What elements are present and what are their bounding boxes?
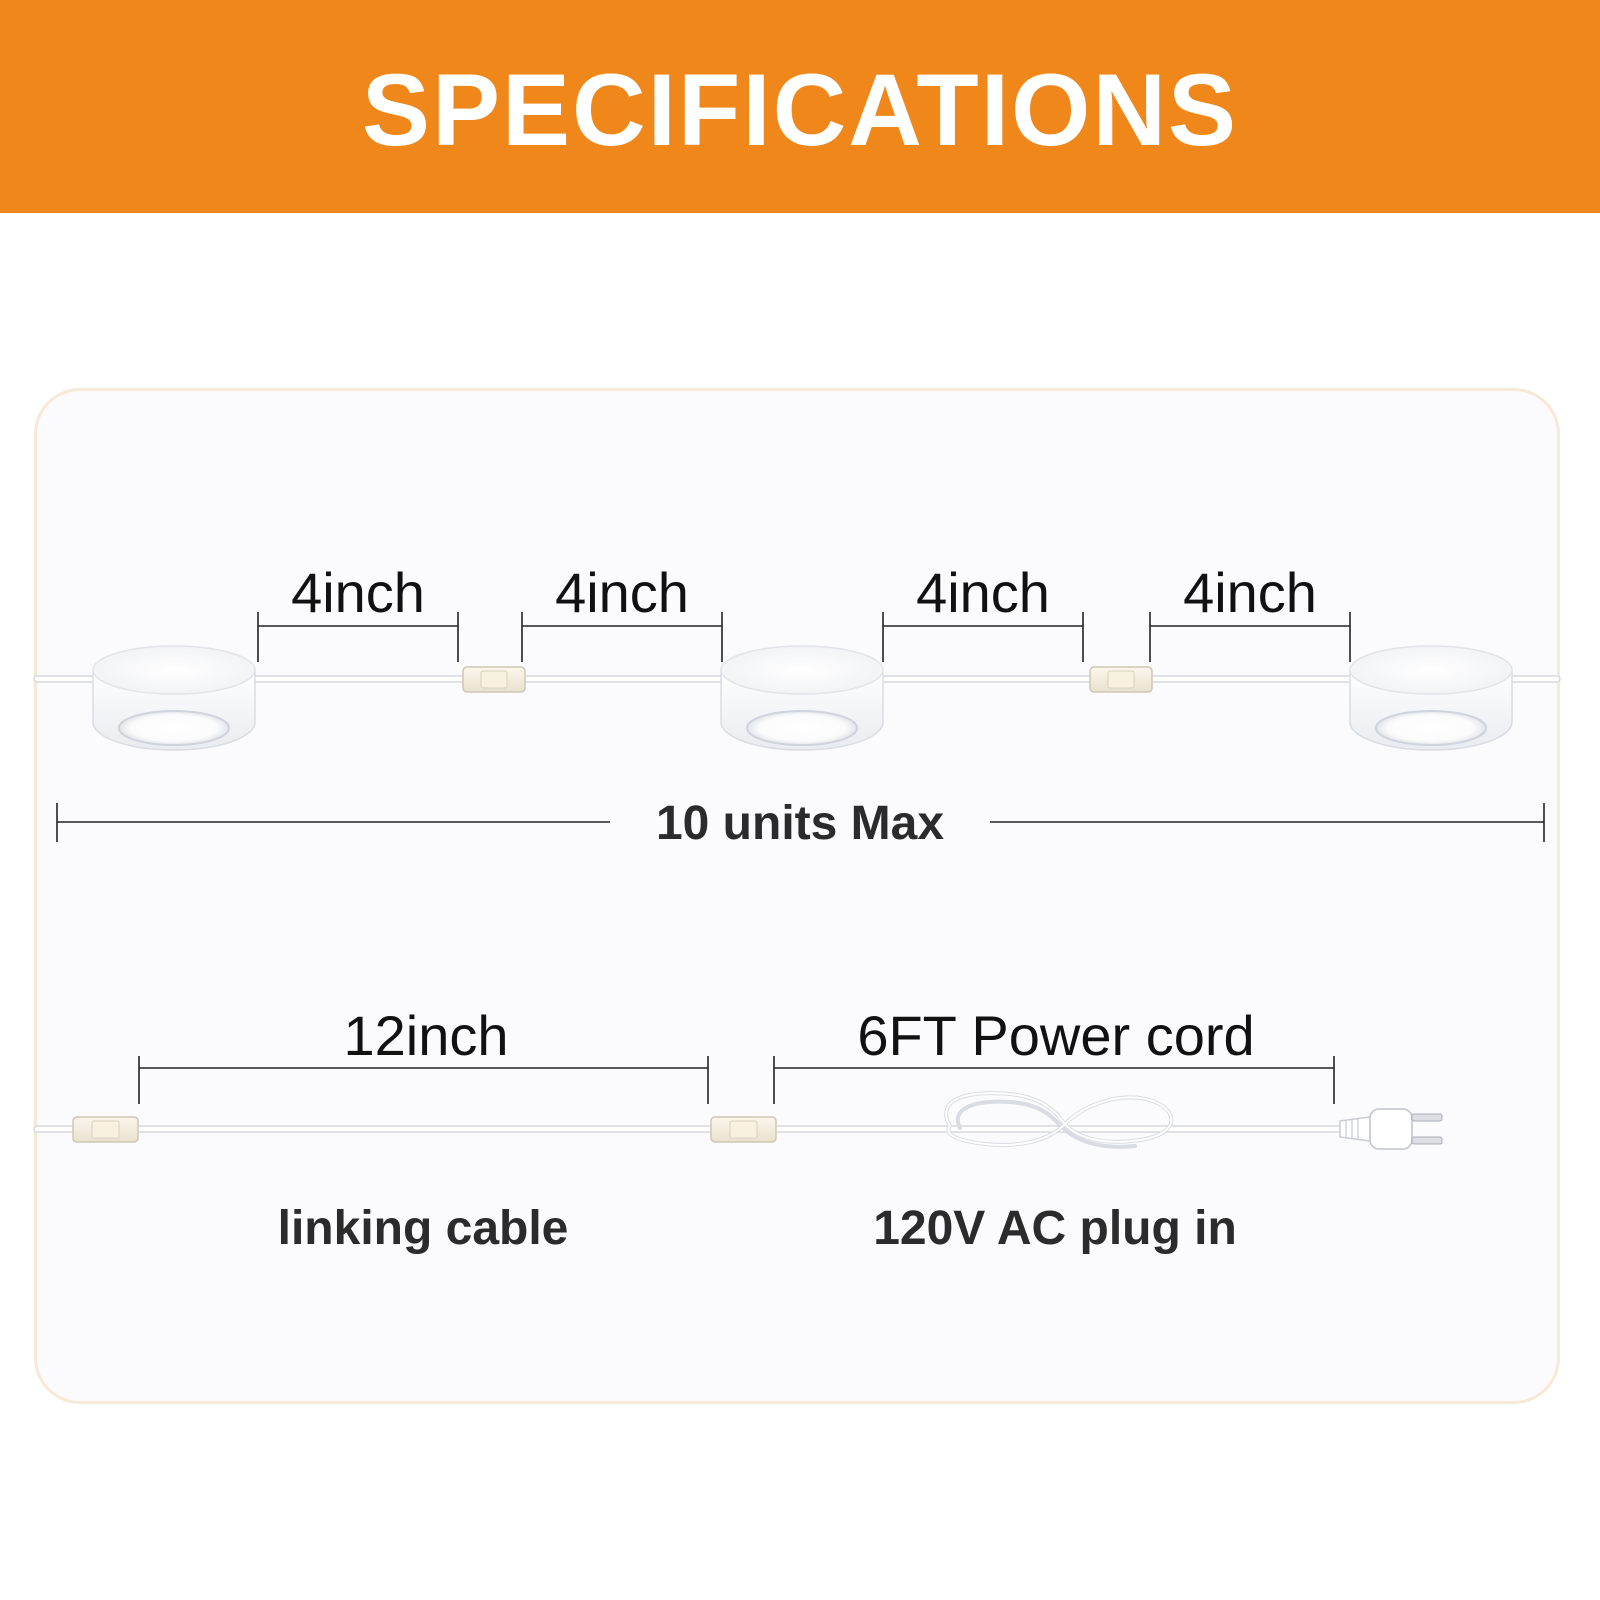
power-cord-caption: 120V AC plug in (873, 1202, 1237, 1255)
spec-panel (34, 388, 1560, 1404)
total-span-line (56, 803, 1545, 842)
cable-length-bracket (138, 1056, 709, 1104)
cable-connector (462, 666, 526, 693)
cable-connector (72, 1116, 139, 1143)
coiled-cord (944, 1091, 1174, 1149)
header-banner: SPECIFICATIONS (0, 0, 1600, 213)
cord-length-bracket (773, 1056, 1335, 1104)
spacing-label: 4inch (555, 561, 689, 624)
spacing-label: 4inch (291, 561, 425, 624)
spacing-label: 4inch (1183, 561, 1317, 624)
page-title: SPECIFICATIONS (361, 52, 1239, 167)
spacing-label: 4inch (916, 561, 1050, 624)
spacing-bracket (1149, 612, 1351, 662)
cord-length-label: 6FT Power cord (857, 1004, 1255, 1067)
puck-light (1349, 645, 1513, 751)
ac-plug-icon (1339, 1108, 1443, 1150)
linking-cable (33, 1125, 1349, 1133)
spacing-bracket (882, 612, 1084, 662)
puck-light (720, 645, 884, 751)
cable-connector (710, 1116, 777, 1143)
linking-cable-caption: linking cable (277, 1202, 569, 1255)
cable-length-label: 12inch (343, 1004, 509, 1067)
spacing-bracket (257, 612, 459, 662)
total-units-label: 10 units Max (655, 797, 945, 850)
cable-connector (1089, 666, 1153, 693)
spacing-bracket (521, 612, 723, 662)
coiled-cord-wire (945, 1092, 1173, 1146)
puck-light (92, 645, 256, 751)
